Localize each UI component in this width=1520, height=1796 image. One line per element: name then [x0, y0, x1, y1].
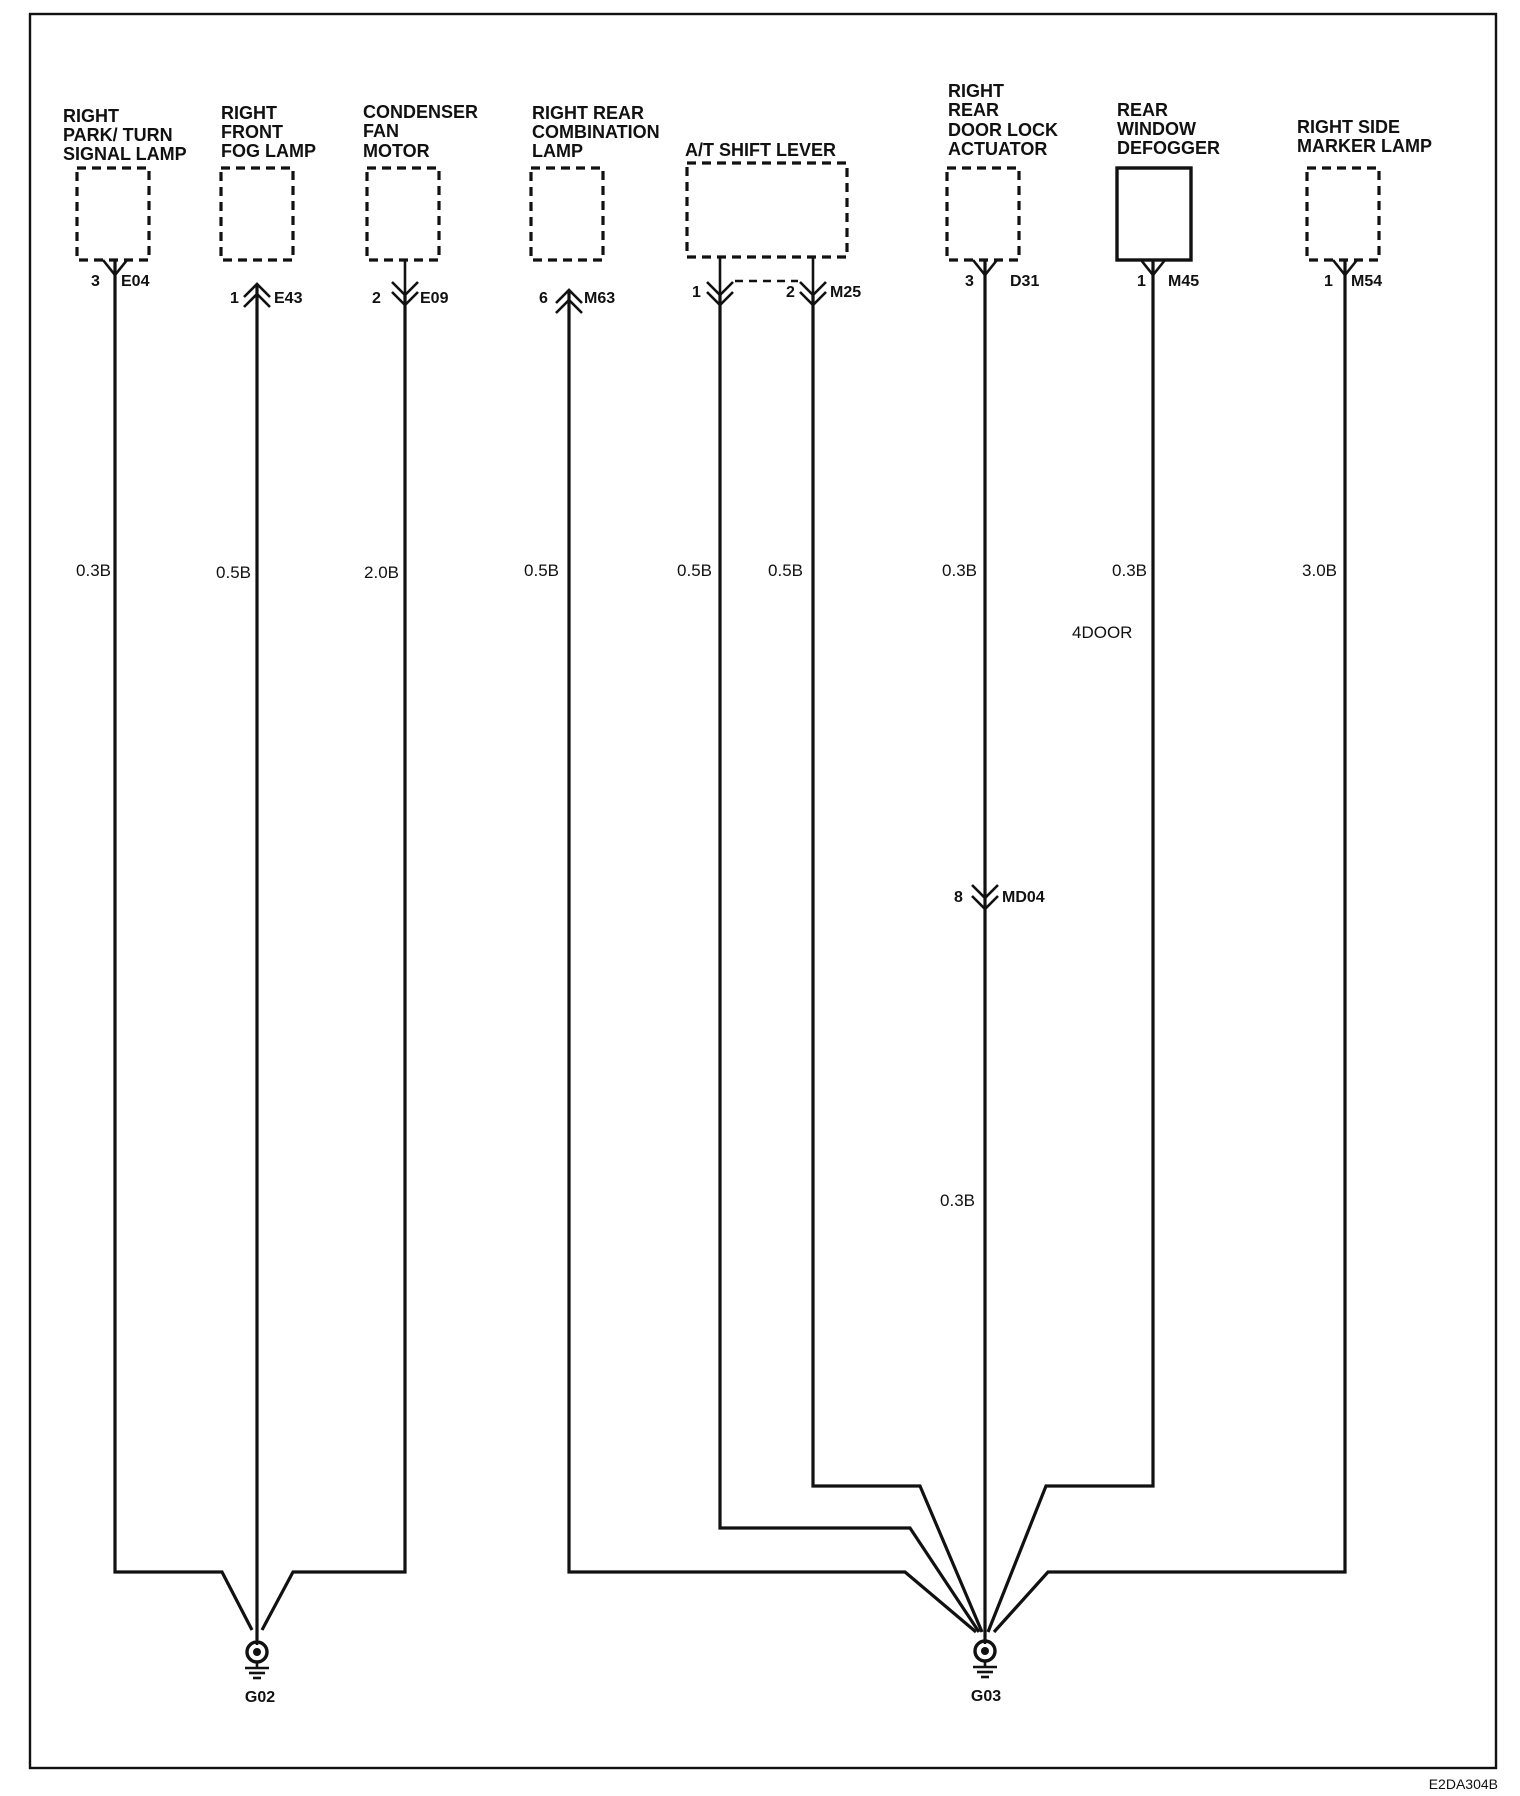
pin-m54: 1	[1324, 273, 1333, 290]
box-right-front-fog-lamp	[219, 166, 295, 262]
label-at-shift-lever: A/T SHIFT LEVER	[685, 140, 836, 160]
figure-code: E2DA304B	[1429, 1776, 1498, 1792]
connector-m45-symbol	[1139, 259, 1167, 278]
connector-e04-symbol	[101, 259, 129, 278]
connector-d31-symbol	[971, 259, 999, 278]
connector-code-m63: M63	[584, 290, 615, 307]
label-right-park-turn-signal-lamp: RIGHT PARK/ TURN SIGNAL LAMP	[63, 106, 187, 164]
gauge-m63: 0.5B	[524, 561, 559, 580]
ground-label-g02: G02	[245, 1689, 275, 1706]
connector-md04-symbol	[971, 884, 999, 911]
box-right-park-turn-signal-lamp	[75, 166, 151, 262]
wire-m45-to-g03	[986, 260, 1155, 1633]
connector-m63-symbol	[555, 288, 583, 314]
connector-e43-symbol	[243, 282, 271, 308]
gauge-e09: 2.0B	[364, 563, 399, 582]
gauge-e04: 0.3B	[76, 561, 111, 580]
wire-m63-to-g03	[567, 292, 978, 1634]
box-right-rear-combination-lamp	[529, 166, 605, 262]
box-condenser-fan-motor	[365, 166, 441, 262]
gauge-m25-pin2: 0.5B	[768, 561, 803, 580]
wire-e09-to-g02	[260, 292, 407, 1631]
label-right-rear-combination-lamp: RIGHT REAR COMBINATION LAMP	[532, 103, 665, 161]
pin-e04: 3	[91, 273, 100, 290]
connector-code-d31: D31	[1010, 273, 1039, 290]
connector-m54-symbol	[1331, 259, 1359, 278]
pin-m45: 1	[1137, 273, 1146, 290]
gauge-m25-pin1: 0.5B	[677, 561, 712, 580]
gauge-e43: 0.5B	[216, 563, 251, 582]
label-condenser-fan-motor: CONDENSER FAN MOTOR	[363, 102, 483, 161]
pin-m63: 6	[539, 290, 548, 307]
diagram-frame	[28, 12, 1498, 1770]
connector-m25-symbol	[706, 257, 827, 307]
wire-m25-pin2-to-g03	[811, 292, 984, 1633]
pin-m25-1: 1	[692, 284, 701, 301]
connector-code-e43: E43	[274, 290, 303, 307]
gauge-m45: 0.3B	[1112, 561, 1147, 580]
gauge-d31: 0.3B	[942, 561, 977, 580]
box-at-shift-lever	[685, 161, 849, 259]
label-rear-window-defogger: REAR WINDOW DEFOGGER	[1117, 100, 1220, 158]
note-4door: 4DOOR	[1072, 623, 1132, 642]
wire-m25-pin1-to-g03	[718, 292, 981, 1633]
box-right-rear-door-lock-actuator	[945, 166, 1021, 262]
label-right-front-fog-lamp: RIGHT FRONT FOG LAMP	[221, 103, 316, 161]
label-right-side-marker-lamp: RIGHT SIDE MARKER LAMP	[1297, 117, 1432, 156]
ground-g03-symbol	[973, 1636, 997, 1679]
wire-m54-to-g03	[992, 260, 1347, 1634]
wire-e04-to-g02	[113, 260, 254, 1631]
pin-md04: 8	[954, 889, 963, 906]
pin-e09: 2	[372, 290, 381, 307]
connector-code-m25: M25	[830, 284, 861, 301]
box-right-side-marker-lamp	[1305, 166, 1381, 262]
connector-code-md04: MD04	[1002, 889, 1045, 906]
gauge-md04-lower: 0.3B	[940, 1191, 975, 1210]
box-rear-window-defogger	[1115, 166, 1193, 262]
label-right-rear-door-lock-actuator: RIGHT REAR DOOR LOCK ACTUATOR	[948, 81, 1063, 159]
connector-code-e04: E04	[121, 273, 150, 290]
gauge-m54: 3.0B	[1302, 561, 1337, 580]
pin-d31: 3	[965, 273, 974, 290]
connector-code-m45: M45	[1168, 273, 1199, 290]
connector-code-e09: E09	[420, 290, 449, 307]
connector-e09-symbol	[391, 260, 419, 307]
pin-m25-2: 2	[786, 284, 795, 301]
pin-e43: 1	[230, 290, 239, 307]
ground-g02-symbol	[245, 1636, 269, 1680]
ground-label-g03: G03	[971, 1688, 1001, 1705]
connector-code-m54: M54	[1351, 273, 1382, 290]
